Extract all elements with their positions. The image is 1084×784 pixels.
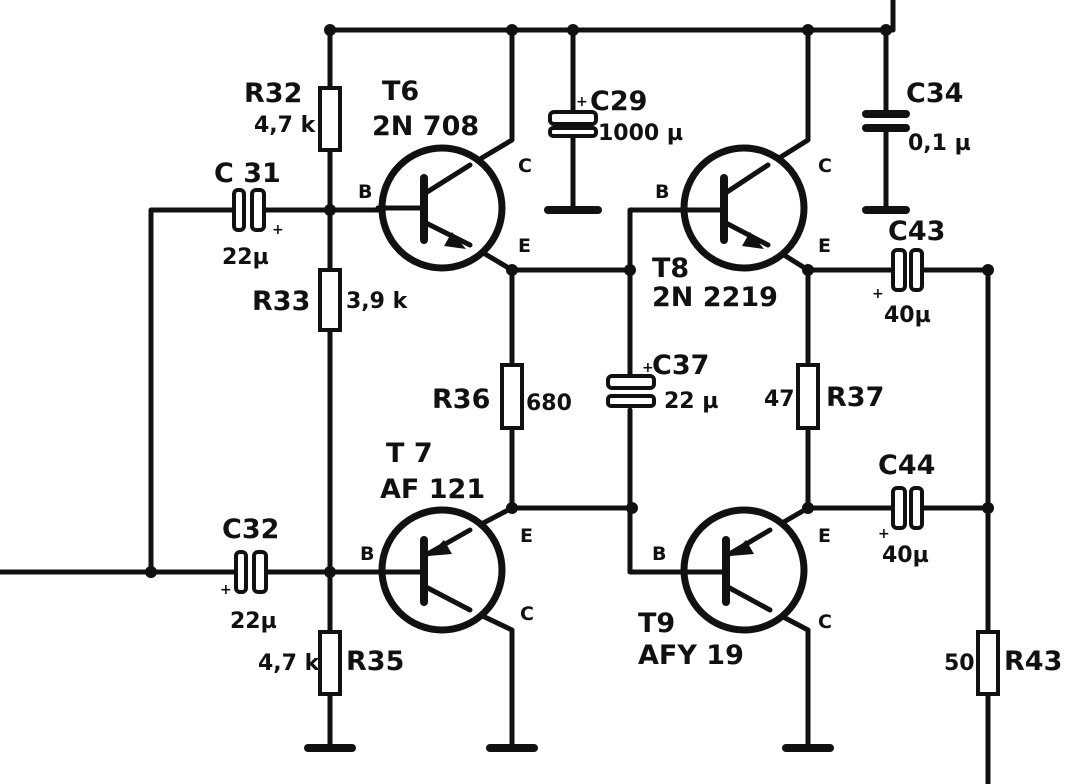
resistor-r33: R33 3,9 k [252,268,409,332]
c32-plus: + [220,582,232,598]
transistor-t6: T6 2N 708 B C E [358,76,532,272]
emitter-arrow-icon [742,232,764,249]
r36-ref: R36 [432,384,490,415]
c44-value: 40µ [882,543,929,568]
t6-ref: T6 [382,76,419,107]
junction-dot [506,264,518,276]
resistor-r37: 47 R37 [764,363,884,430]
t6-collector-pin: C [518,155,532,177]
junction-dot [624,264,636,276]
junctions [145,24,994,578]
resistor-r43: 50 R43 [944,630,1062,696]
c44-plus: + [878,526,890,542]
junction-dot [567,24,579,36]
junction-dot [880,24,892,36]
r32-value: 4,7 k [254,113,317,138]
junction-dot [324,24,336,36]
t8-type: 2N 2219 [652,282,778,313]
capacitor-c37: + C37 22 µ [606,350,718,414]
capacitor-c29: + C29 1000 µ [548,86,683,146]
resistor-r35: 4,7 k R35 [258,630,404,696]
resistor-r32: R32 4,7 k [244,78,342,152]
r35-ref: R35 [346,646,404,677]
c31-ref: C 31 [214,158,281,189]
grounds [304,206,910,752]
junction-dot [626,502,638,514]
junction-dot [982,502,994,514]
t7-collector-pin: C [520,603,534,625]
c34-ref: C34 [906,78,963,109]
transistor-t9: T9 AFY 19 B E C [638,506,832,671]
t7-type: AF 121 [380,474,485,505]
capacitor-c43: + C43 40µ [872,216,945,328]
resistor-r36: R36 680 [432,363,572,430]
c37-value: 22 µ [664,389,718,414]
emitter-arrow-icon [730,540,754,556]
t9-ref: T9 [638,608,675,639]
junction-dot [506,502,518,514]
capacitor-c31: + C 31 22µ [214,158,284,270]
junction-dot [802,264,814,276]
r37-value: 47 [764,387,795,412]
r32-ref: R32 [244,78,302,109]
r33-ref: R33 [252,286,310,317]
c32-value: 22µ [230,609,277,634]
t8-base-pin: B [655,181,669,203]
r36-value: 680 [526,391,572,416]
t7-base-pin: B [360,543,374,565]
t8-ref: T8 [652,253,689,284]
capacitor-c34: C34 0,1 µ [862,78,971,156]
emitter-arrow-icon [444,232,466,249]
c31-value: 22µ [222,245,269,270]
r37-ref: R37 [826,382,884,413]
c31-plus: + [272,222,284,238]
transistor-t8: T8 2N 2219 B C E [652,144,832,313]
c37-plus: + [642,360,654,376]
c29-value: 1000 µ [598,121,683,146]
c43-value: 40µ [884,303,931,328]
r43-ref: R43 [1004,646,1062,677]
capacitor-c44: + C44 40µ [878,450,935,568]
t8-collector-pin: C [818,155,832,177]
r43-value: 50 [944,651,975,676]
c32-ref: C32 [222,514,279,545]
t7-emitter-pin: E [520,525,533,547]
junction-dot [802,502,814,514]
junction-dot [324,204,336,216]
t8-emitter-pin: E [818,235,831,257]
t6-emitter-pin: E [518,235,531,257]
t6-base-pin: B [358,181,372,203]
junction-dot [802,24,814,36]
junction-dot [324,566,336,578]
t9-emitter-pin: E [818,525,831,547]
c29-ref: C29 [590,86,647,117]
t6-type: 2N 708 [372,111,479,142]
junction-dot [982,264,994,276]
c43-ref: C43 [888,216,945,247]
c37-ref: C37 [652,350,709,381]
junction-dot [145,566,157,578]
t7-ref: T 7 [386,438,433,469]
r33-value: 3,9 k [346,289,409,314]
capacitor-c32: + C32 22µ [220,514,279,634]
c43-plus: + [872,286,884,302]
junction-dot [506,24,518,36]
c34-value: 0,1 µ [908,131,971,156]
r35-value: 4,7 k [258,651,321,676]
t9-collector-pin: C [818,611,832,633]
c29-plus: + [576,94,588,110]
t9-type: AFY 19 [638,640,744,671]
transistor-t7: T 7 AF 121 B E C [360,438,534,634]
c44-ref: C44 [878,450,935,481]
t9-base-pin: B [652,543,666,565]
emitter-arrow-icon [428,540,452,556]
